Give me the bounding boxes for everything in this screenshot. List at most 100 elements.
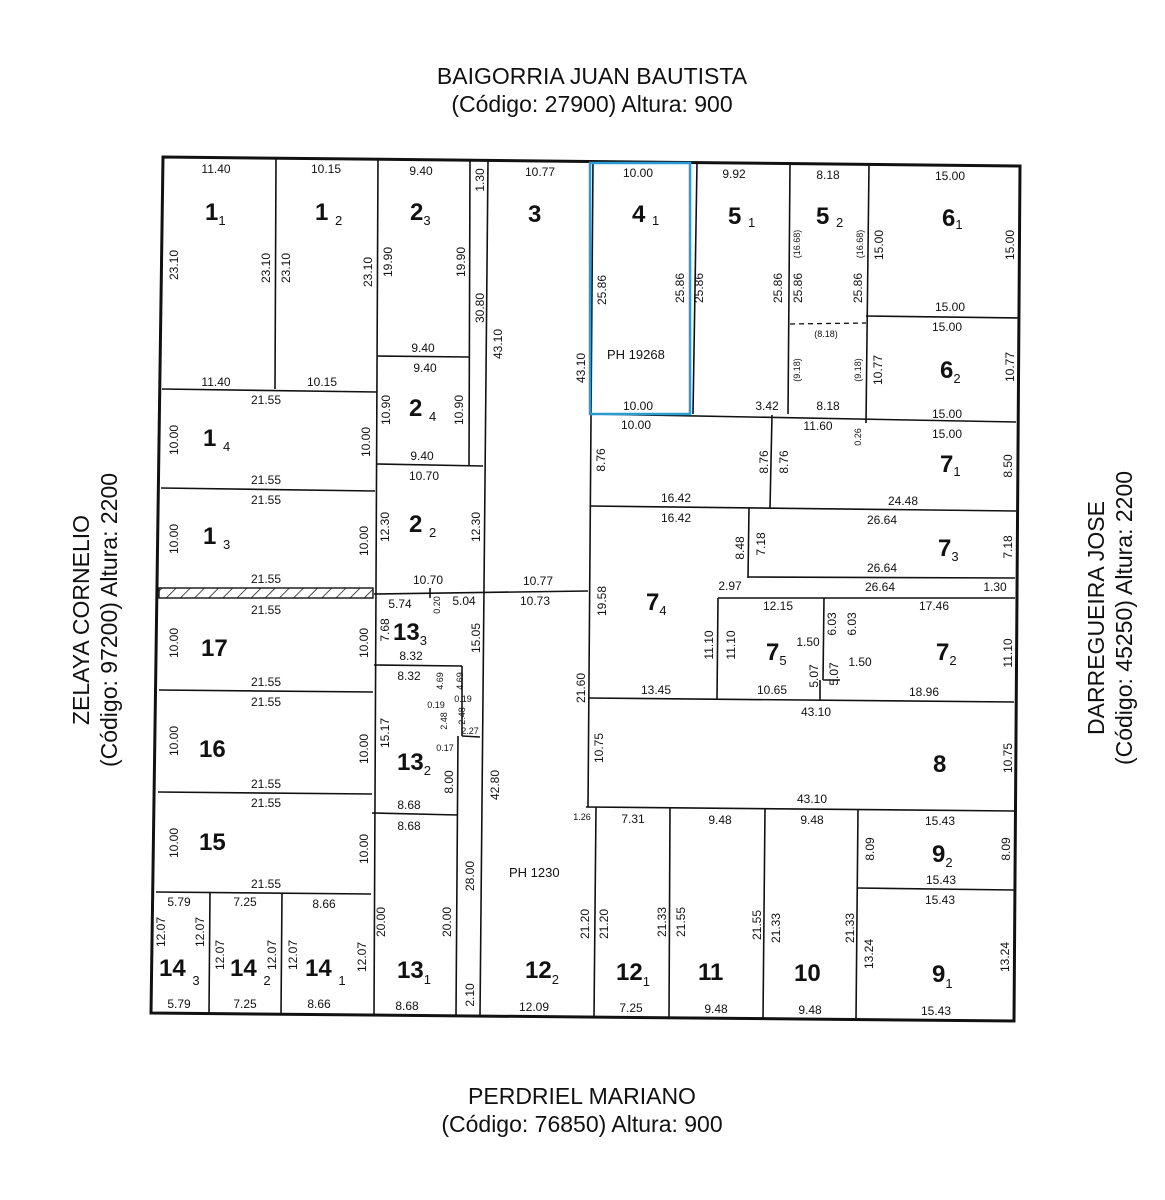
dim: 23.10 (361, 257, 375, 287)
dim: 0.26 (853, 428, 863, 446)
dim: 13.24 (862, 939, 876, 969)
dim: 10.00 (357, 526, 371, 556)
lot-label: 2 4 (409, 395, 436, 424)
dim: 15.05 (469, 623, 483, 653)
dim: 7.31 (621, 812, 645, 826)
dim: 1.50 (848, 655, 872, 669)
street-label-south: PERDRIEL MARIANO (Código: 76850) Altura:… (372, 1082, 792, 1138)
dim: 7.18 (754, 532, 768, 556)
dim: 18.96 (909, 685, 939, 699)
highlighted-lot-outline[interactable] (588, 161, 692, 416)
dim: 8.76 (594, 448, 608, 472)
dim: 5.74 (388, 597, 412, 611)
dim: 42.80 (488, 770, 502, 800)
dim: 10.75 (592, 733, 606, 763)
dim: (16.68) (855, 230, 865, 259)
dim: 10.00 (167, 425, 181, 455)
dim: 15.00 (932, 427, 962, 441)
dim: 1.50 (796, 635, 820, 649)
dimension-labels: 11.40 10.15 9.40 10.77 10.00 9.92 8.18 1… (167, 162, 1007, 1018)
hatched-strip (158, 587, 374, 599)
small-vertical-dimension-labels: (16.68) (16.68) (9.18) (9.18) 0.26 0.20 … (432, 230, 865, 730)
dim: 16.42 (661, 511, 691, 525)
dim: 9.40 (410, 449, 434, 463)
dim: 12.07 (355, 942, 369, 972)
dim: 23.10 (259, 253, 273, 283)
lot-label: 5 2 (816, 203, 843, 230)
lot-label: 92 (932, 841, 953, 870)
dim: 21.55 (251, 393, 281, 407)
lot-label: 14 1 (305, 955, 346, 988)
dim: 2.48 (439, 712, 449, 730)
lot-label: 62 (940, 357, 961, 386)
dim: 15.00 (935, 169, 965, 183)
dim: 7.68 (378, 618, 392, 642)
dim: 26.64 (865, 580, 895, 594)
dim: 8.76 (757, 450, 771, 474)
lot-label: 132 (397, 749, 431, 778)
dim: 12.09 (519, 1000, 549, 1014)
dim: 8.50 (1001, 454, 1015, 478)
lot-label: 15 (199, 829, 226, 856)
dim: 21.55 (251, 473, 281, 487)
dim: 12.30 (469, 512, 483, 542)
dim: 11.40 (201, 162, 230, 176)
street-label-north: BAIGORRIA JUAN BAUTISTA (Código: 27900) … (382, 62, 802, 118)
dim: 15.43 (925, 893, 955, 907)
dim: 8.66 (307, 997, 331, 1011)
dim: 15.43 (926, 873, 956, 887)
dim: 12.07 (286, 940, 300, 970)
dim: 21.55 (251, 603, 281, 617)
dim: 10.77 (525, 165, 555, 179)
dim: 2.97 (718, 579, 742, 593)
dim: 15.00 (932, 407, 962, 421)
dim: 5.79 (167, 997, 191, 1011)
dim: 16.42 (661, 491, 691, 505)
vertical-dimension-labels: 23.10 23.10 23.10 23.10 19.90 19.90 1.30… (154, 168, 1017, 1007)
dim: 10.77 (871, 355, 885, 385)
dim: 19.90 (454, 247, 468, 277)
dim: (9.18) (792, 358, 802, 382)
dim: 0.19 (427, 700, 445, 710)
dim: 8.09 (999, 837, 1013, 861)
dim: 10.00 (621, 418, 651, 432)
dim: 13.24 (998, 942, 1012, 972)
dim: 7.25 (619, 1001, 643, 1015)
dim: 8.76 (777, 450, 791, 474)
dim: 10.15 (307, 375, 337, 389)
dim: 9.92 (722, 167, 746, 181)
dim: 43.10 (797, 792, 827, 806)
dim: 23.10 (279, 253, 293, 283)
dim: 12.07 (193, 917, 207, 947)
dim: 0.19 (454, 694, 472, 704)
dim: 7.25 (233, 997, 257, 1011)
dim: 8.18 (816, 168, 840, 182)
street-info: (Código: 27900) Altura: 900 (451, 91, 733, 117)
dim: 8.32 (397, 669, 421, 683)
dim: 15.00 (872, 230, 886, 260)
dim: 10.70 (409, 469, 439, 483)
dim: 9.48 (704, 1002, 728, 1016)
dim: 12.07 (154, 917, 168, 947)
dim: 1.30 (473, 168, 487, 192)
dim: 8.09 (863, 837, 877, 861)
dim: 15.00 (935, 300, 965, 314)
dim: 3.42 (755, 399, 779, 413)
lot-label: 72 (936, 639, 957, 668)
lot-label: 3 (528, 201, 541, 228)
dim: 11.10 (724, 630, 738, 659)
lot-lines (155, 157, 1019, 1021)
dim: 9.48 (708, 813, 732, 827)
dim: 1.26 (573, 812, 591, 822)
lot-label: 61 (942, 205, 963, 232)
dim: 10.73 (520, 594, 550, 608)
lot-label: 122 (525, 957, 559, 987)
dim: 5.07 (807, 664, 821, 688)
lot-label: 16 (199, 736, 226, 763)
dim: 15.00 (1003, 230, 1017, 260)
lot-numbers: 11 1 2 23 3 4 1 5 1 5 2 61 62 71 73 1 4 … (159, 199, 963, 991)
dim: 2.27 (461, 726, 479, 736)
dim: 10.00 (357, 628, 371, 658)
dim: 25.86 (692, 273, 706, 303)
